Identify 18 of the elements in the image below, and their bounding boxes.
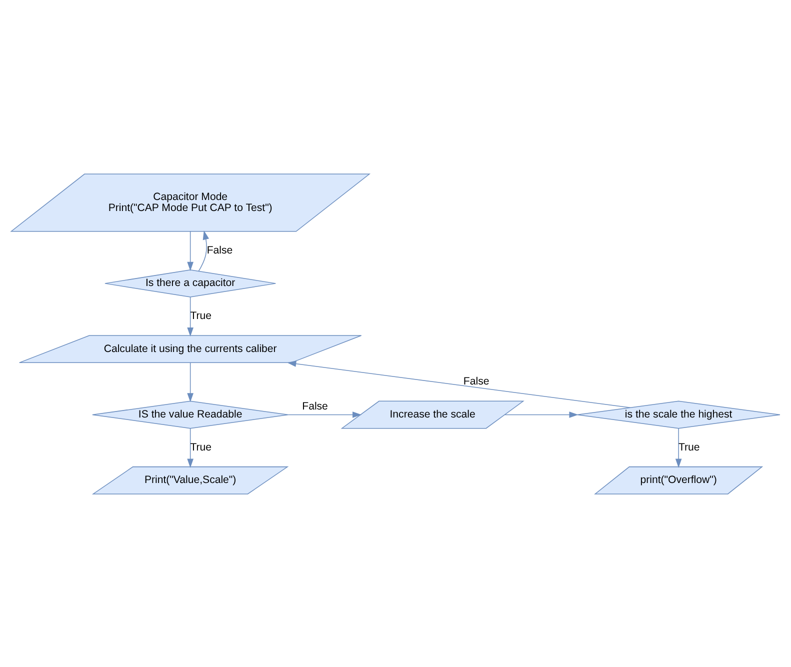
- arrow: [288, 411, 362, 418]
- edge-label: False: [206, 244, 233, 256]
- edge-label: True: [190, 310, 212, 322]
- node-diamond: Is there a capacitor: [104, 268, 276, 297]
- arrow: [675, 428, 682, 468]
- edge-label: True: [678, 440, 700, 453]
- edge-label: False: [463, 375, 490, 388]
- arrow: [187, 428, 194, 468]
- arrow: [187, 296, 194, 336]
- arrow: [187, 230, 194, 270]
- arrow: [198, 230, 210, 272]
- node-diamond: is the scale the highest: [576, 400, 780, 428]
- arrow: [287, 360, 631, 408]
- arrow: [504, 411, 578, 418]
- arrow: [187, 362, 194, 402]
- edge-label: True: [190, 440, 212, 453]
- edge-label: False: [302, 400, 328, 412]
- node-diamond: IS the value Readable: [92, 400, 289, 428]
